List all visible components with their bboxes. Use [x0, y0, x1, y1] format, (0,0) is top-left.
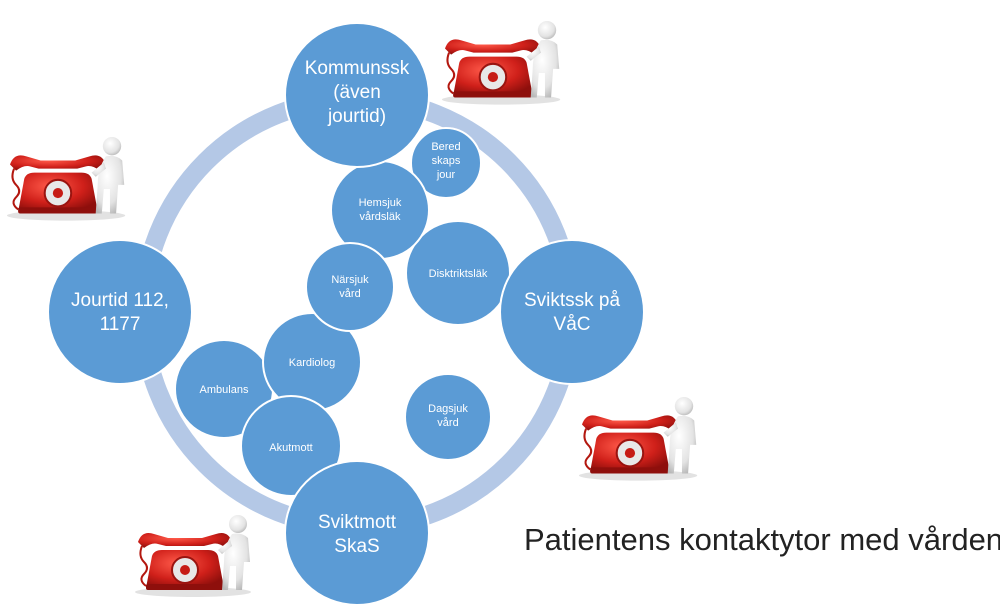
node-akutmott: Akutmott: [240, 395, 342, 497]
svg-text:Kardiolog: Kardiolog: [289, 357, 335, 369]
diagram-caption: Patientens kontaktytor med vården: [524, 522, 1000, 557]
telephone-icon: [440, 19, 562, 106]
svg-text:Akutmott: Akutmott: [269, 442, 312, 454]
svg-text:Ambulans: Ambulans: [200, 384, 249, 396]
telephone-icon: [5, 135, 127, 222]
svg-text:Jourtid 112,1177: Jourtid 112,1177: [71, 290, 169, 335]
node-kardiolog: Kardiolog: [262, 312, 362, 412]
telephone-icon: [134, 514, 252, 598]
node-disktriktslak: Disktriktsläk: [405, 220, 511, 326]
telephone-icon: [577, 395, 699, 482]
svg-text:Disktriktsläk: Disktriktsläk: [429, 268, 488, 280]
node-jourtid: Jourtid 112,1177: [47, 239, 193, 385]
